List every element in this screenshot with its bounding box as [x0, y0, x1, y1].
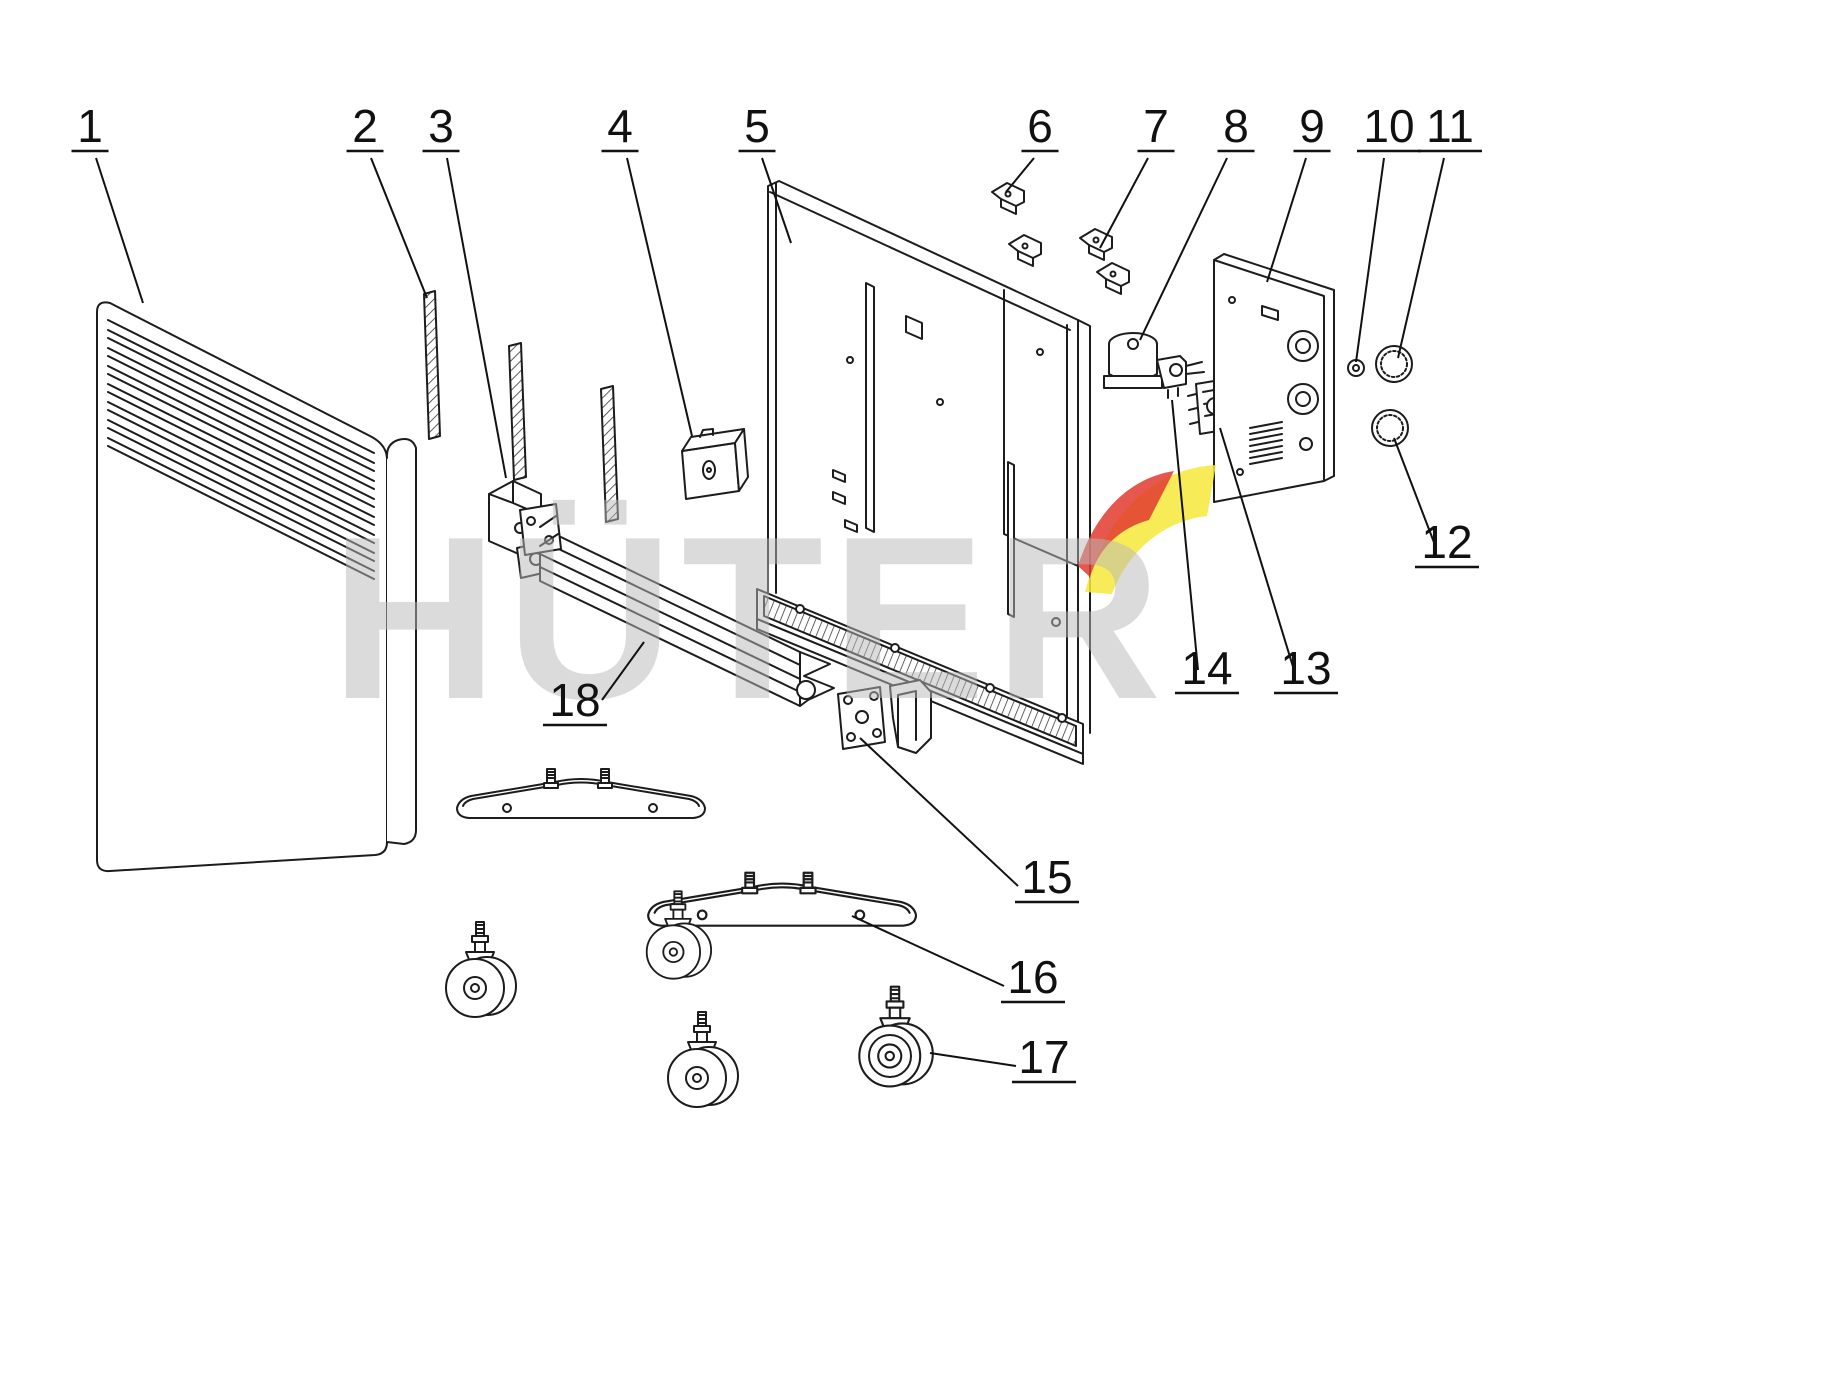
callout-18: 18 [543, 641, 645, 727]
motor-part-8 [1103, 332, 1205, 399]
callout-15: 15 [859, 737, 1079, 904]
leader-line [761, 157, 792, 244]
callout-17: 17 [929, 1031, 1076, 1084]
callout-12: 12 [1393, 437, 1479, 569]
leader-line [1393, 437, 1436, 546]
leader-line [446, 157, 507, 479]
callout-3: 3 [422, 100, 507, 479]
foot-part-16b [645, 871, 918, 980]
watermark: HÜTER [330, 465, 1216, 748]
brand-logo-red-swoosh [1078, 471, 1174, 577]
part-number-label: 10 [1363, 100, 1414, 152]
front-panel-part [96, 301, 417, 873]
bracket-part-6 [991, 182, 1042, 267]
leader-line [851, 915, 1005, 987]
leader-line [370, 157, 428, 299]
caster-part-17b [667, 1011, 739, 1108]
leader-line [1171, 399, 1199, 671]
caster-part-17c [858, 985, 934, 1088]
part-number-label: 6 [1027, 100, 1053, 152]
leader-line [1219, 427, 1295, 671]
leader-line [859, 737, 1019, 887]
callout-9: 9 [1266, 100, 1331, 283]
callout-2: 2 [346, 100, 428, 299]
heating-element-part-18 [519, 503, 835, 707]
knob-part-10 [1347, 359, 1365, 377]
part-number-label: 1 [77, 100, 103, 152]
part-number-label: 4 [607, 100, 633, 152]
leader-line [1355, 157, 1385, 363]
callout-11: 11 [1397, 100, 1482, 359]
callout-8: 8 [1139, 100, 1255, 341]
part-number-label: 11 [1426, 100, 1474, 152]
box-part-4 [681, 428, 749, 500]
part-number-label: 8 [1223, 100, 1249, 152]
brand-watermark-text: HÜTER [330, 489, 1169, 748]
leader-line [1099, 157, 1149, 249]
leader-line [1139, 157, 1228, 341]
part-number-label: 18 [549, 674, 600, 726]
part-number-label: 14 [1181, 642, 1232, 694]
caster-part-17a [445, 921, 517, 1018]
strip-part-2 [423, 290, 441, 440]
part-number-label: 17 [1018, 1031, 1069, 1083]
part-number-label: 12 [1421, 516, 1472, 568]
callout-10: 10 [1355, 100, 1421, 363]
callout-1: 1 [71, 100, 144, 304]
callout-7: 7 [1099, 100, 1175, 249]
part-number-label: 3 [428, 100, 454, 152]
leader-line [626, 157, 693, 437]
callout-14: 14 [1171, 399, 1239, 695]
part-number-label: 5 [744, 100, 770, 152]
leader-line [929, 1052, 1017, 1067]
leader-line [601, 641, 645, 701]
leader-line [1397, 157, 1445, 359]
part-number-label: 15 [1021, 851, 1072, 903]
callout-6: 6 [1005, 100, 1059, 193]
part-number-label: 16 [1007, 951, 1058, 1003]
leader-line [1005, 157, 1035, 193]
brand-logo-yellow-swoosh [1085, 465, 1216, 594]
bracket-part-15 [837, 679, 932, 754]
callout-13: 13 [1219, 427, 1338, 695]
knob-part-12 [1371, 409, 1409, 447]
part-number-label: 2 [352, 100, 378, 152]
leader-line [95, 157, 144, 304]
back-panel-part-5 [756, 180, 1091, 765]
control-panel-part-9 [1213, 253, 1335, 503]
part-number-label: 13 [1280, 642, 1331, 694]
foot-part-16a [456, 768, 706, 819]
callout-16: 16 [851, 915, 1065, 1004]
parts-artwork [96, 180, 1413, 1108]
callout-4: 4 [601, 100, 693, 437]
part-number-label: 7 [1143, 100, 1169, 152]
part-number-label: 9 [1299, 100, 1325, 152]
callout-5: 5 [738, 100, 792, 244]
knob-part-11 [1375, 345, 1413, 383]
leader-line [1266, 157, 1307, 283]
